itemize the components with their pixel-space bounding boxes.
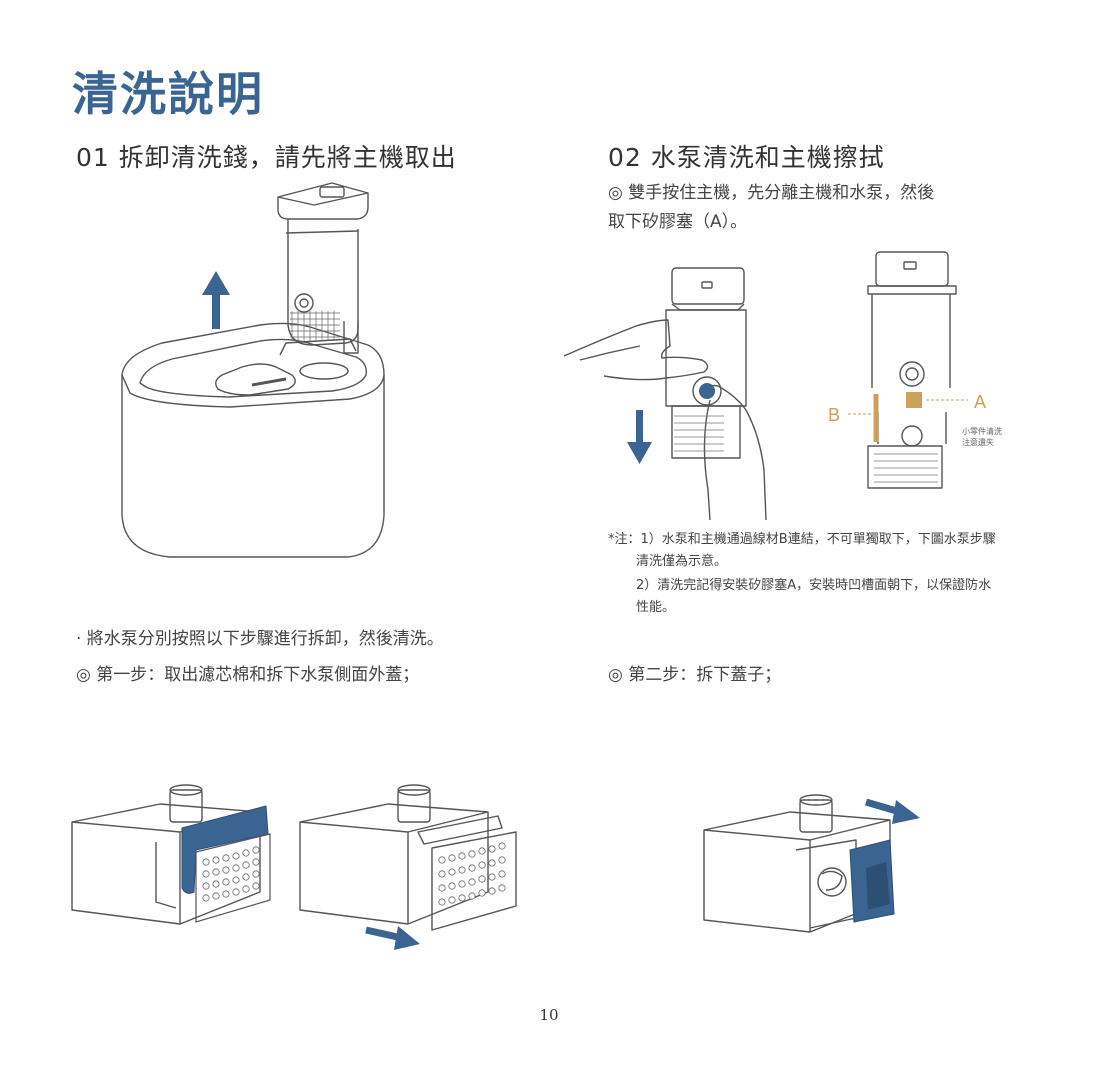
step-2-pump-illustration [703, 794, 920, 933]
steps-intro: · 將水泵分別按照以下步驟進行拆卸，然後清洗。 [76, 629, 444, 649]
arrow-right-icon [365, 926, 420, 950]
step-1-pump-illustration-a [71, 784, 271, 925]
arrow-down-icon [627, 410, 652, 464]
arrow-up-icon [202, 271, 230, 329]
step-1-pump-illustration-b [299, 784, 517, 950]
fountain-lift-illustration [121, 182, 385, 558]
arrow-right-icon [865, 798, 920, 824]
section-2-heading: 02 水泵清洗和主機擦拭 [608, 143, 885, 172]
pump-parts-illustration: B A 小零件清洗 注意遺失 [828, 251, 1002, 489]
label-b: B [828, 405, 840, 425]
page-title: 清洗說明 [72, 67, 264, 121]
note-line-2: 清洗僅為示意。 [636, 554, 728, 569]
small-parts-note-line-1: 小零件清洗 [962, 426, 1002, 436]
note-line-3: 2）清洗完記得安裝矽膠塞A，安裝時凹槽面朝下，以保證防水 [636, 578, 992, 593]
page-number: 10 [539, 1006, 559, 1024]
pump-separation-illustration [563, 267, 767, 521]
step-1-text: ◎ 第一步：取出濾芯棉和拆下水泵側面外蓋； [76, 665, 420, 685]
label-a: A [974, 392, 986, 412]
small-parts-note-line-2: 注意遺失 [962, 437, 994, 447]
step-2-text: ◎ 第二步：拆下蓋子； [608, 665, 782, 685]
section-2-instruction-line-1: ◎ 雙手按住主機，先分離主機和水泵，然後 [608, 183, 935, 203]
section-1-heading: 01 拆卸清洗錢，請先將主機取出 [76, 143, 457, 172]
section-2-instruction-line-2: 取下矽膠塞（A）。 [608, 212, 748, 232]
note-line-4: 性能。 [636, 600, 676, 615]
note-line-1: *注：1）水泵和主機通過線材B連結，不可單獨取下，下圖水泵步驟 [608, 532, 996, 547]
